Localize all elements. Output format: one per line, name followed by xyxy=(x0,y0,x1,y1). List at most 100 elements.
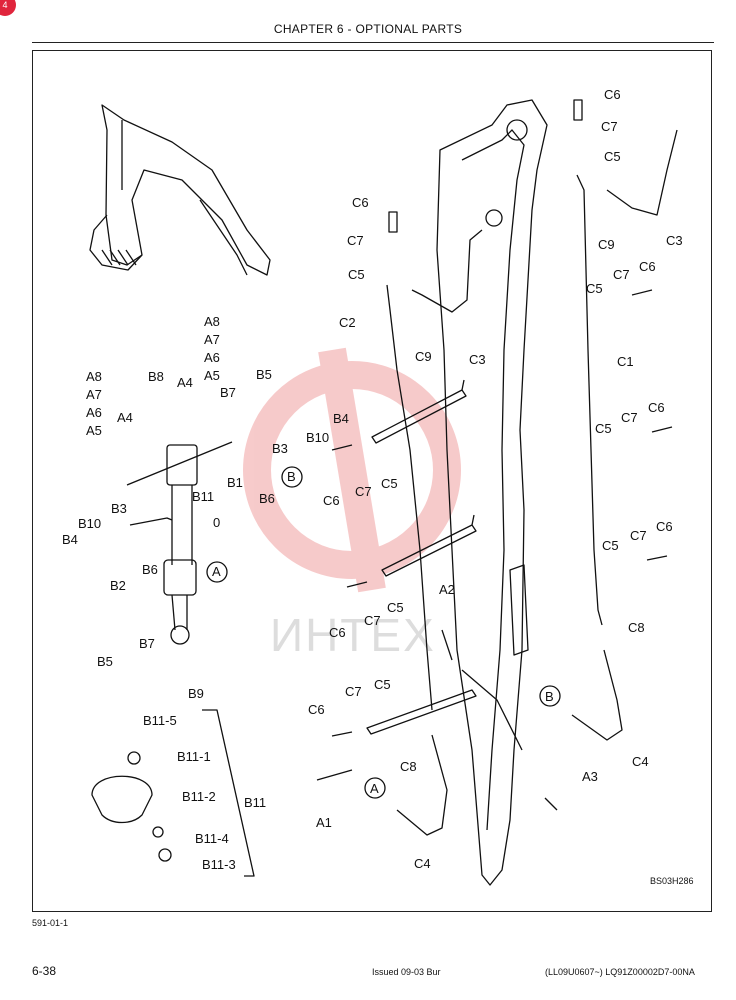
watermark-text: ИНТЕХ xyxy=(270,609,436,661)
label-a4: A4 xyxy=(177,375,193,390)
label-c6: C6 xyxy=(329,625,346,640)
label-a7: A7 xyxy=(204,332,220,347)
hose-c4-b-icon xyxy=(396,734,448,836)
label-b5: B5 xyxy=(256,367,272,382)
label-c7: C7 xyxy=(345,684,362,699)
label-b11: B11 xyxy=(192,489,215,504)
label-b2: B2 xyxy=(110,578,126,593)
label-b11-5: B11-5 xyxy=(143,713,177,728)
label-a4: A4 xyxy=(117,410,133,425)
label-c6: C6 xyxy=(656,519,673,534)
label-c5: C5 xyxy=(604,149,621,164)
label-c7: C7 xyxy=(601,119,618,134)
label-b11-1: B11-1 xyxy=(177,749,211,764)
parts-diagram xyxy=(89,99,678,886)
label-a5: A5 xyxy=(86,423,102,438)
label-c7: C7 xyxy=(621,410,638,425)
excavator-overview-icon xyxy=(89,104,271,276)
footer-left-code: 591-01-1 xyxy=(32,918,69,928)
label-b8: B8 xyxy=(148,369,164,384)
callout-b-circle-a xyxy=(281,466,303,488)
label-b11-4: B11-4 xyxy=(195,831,229,846)
label-b7: B7 xyxy=(139,636,155,651)
footer-issued: Issued 09-03 Bur xyxy=(372,967,441,977)
label-c5: C5 xyxy=(348,267,365,282)
label-b3: B3 xyxy=(272,441,288,456)
label-c6: C6 xyxy=(308,702,325,717)
label-b6: B6 xyxy=(142,562,158,577)
callout-b-label: B xyxy=(545,689,554,704)
b11-clamp-detail-icon xyxy=(91,709,255,877)
clamp-plates-icon xyxy=(366,379,477,735)
label-a2: A2 xyxy=(439,582,455,597)
footer-right-code: (LL09U0607~) LQ91Z00002D7-00NA xyxy=(545,967,695,977)
label-c9: C9 xyxy=(598,237,615,252)
label-c6: C6 xyxy=(323,493,340,508)
header-rule xyxy=(32,42,714,43)
label-c8: C8 xyxy=(628,620,645,635)
label-b10: B10 xyxy=(78,516,102,531)
label-c4: C4 xyxy=(414,856,431,871)
callout-a-label: A xyxy=(370,781,379,796)
pipe-c3-a-icon xyxy=(411,229,483,313)
label-a6: A6 xyxy=(86,405,102,420)
label-a8: A8 xyxy=(204,314,220,329)
label-b7: B7 xyxy=(220,385,236,400)
label-c5: C5 xyxy=(374,677,391,692)
figure-code: BS03H286 xyxy=(650,876,694,886)
label-c8: C8 xyxy=(400,759,417,774)
corner-badge: 4 xyxy=(0,0,16,16)
label-a6: A6 xyxy=(204,350,220,365)
label-c6: C6 xyxy=(648,400,665,415)
label-b1: B1 xyxy=(227,475,243,490)
label-c7: C7 xyxy=(355,484,372,499)
label-a7: A7 xyxy=(86,387,102,402)
label-a3: A3 xyxy=(582,769,598,784)
label-b10: B10 xyxy=(306,430,330,445)
label-c9: C9 xyxy=(415,349,432,364)
label-c5: C5 xyxy=(381,476,398,491)
label-c1: C1 xyxy=(617,354,634,369)
label-a5: A5 xyxy=(204,368,220,383)
watermark-gear-icon xyxy=(243,347,461,593)
page-header: CHAPTER 6 - OPTIONAL PARTS xyxy=(273,22,463,36)
label-a1: A1 xyxy=(316,815,332,830)
label-c5: C5 xyxy=(387,600,404,615)
label-c4: C4 xyxy=(632,754,649,769)
callout-b-circle-b xyxy=(539,685,561,707)
label-c6: C6 xyxy=(352,195,369,210)
callout-a-circle-a xyxy=(206,561,228,583)
hardware-bolts-icon xyxy=(316,99,673,811)
label-c5: C5 xyxy=(586,281,603,296)
label-c3: C3 xyxy=(666,233,683,248)
label-c2: C2 xyxy=(339,315,356,330)
page-number: 6-38 xyxy=(32,964,57,978)
label-c6: C6 xyxy=(604,87,621,102)
label-a8: A8 xyxy=(86,369,102,384)
label-c7: C7 xyxy=(364,613,381,628)
label-b4: B4 xyxy=(62,532,78,547)
cylinder-icon xyxy=(126,441,233,645)
label-b5: B5 xyxy=(97,654,113,669)
label-b3: B3 xyxy=(111,501,127,516)
callout-b-label: B xyxy=(287,469,296,484)
pipe-c3-b-icon xyxy=(606,129,678,216)
hose-c4-a-icon xyxy=(571,649,623,741)
label-c5: C5 xyxy=(602,538,619,553)
label-0: 0 xyxy=(213,515,221,530)
label-b4: B4 xyxy=(333,411,349,426)
arm-body-icon xyxy=(436,99,548,886)
label-c7: C7 xyxy=(613,267,630,282)
label-b6: B6 xyxy=(259,491,275,506)
callout-a-circle-b xyxy=(364,777,386,799)
pipe-c2-icon xyxy=(386,284,433,711)
label-c7: C7 xyxy=(347,233,364,248)
label-b9: B9 xyxy=(188,686,204,701)
figure-frame xyxy=(32,50,712,912)
label-c7: C7 xyxy=(630,528,647,543)
callout-a-label: A xyxy=(212,564,221,579)
pipe-c1-icon xyxy=(576,174,603,626)
label-c6: C6 xyxy=(639,259,656,274)
label-b11-2: B11-2 xyxy=(182,789,216,804)
label-b11-3: B11-3 xyxy=(202,857,236,872)
